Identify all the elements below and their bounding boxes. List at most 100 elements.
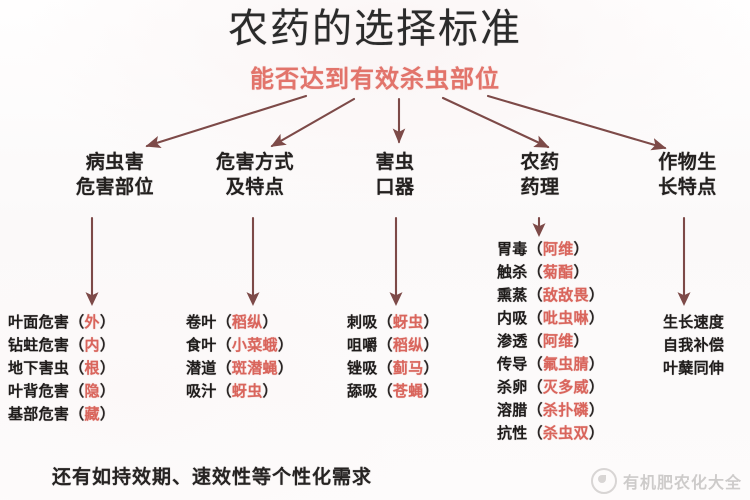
paren-open: （	[527, 355, 543, 373]
branch-heading-2: 危害方式 及特点	[180, 150, 330, 200]
leaf-item-example: 蓟马	[392, 359, 424, 377]
leaf-item-label: 胃毒	[497, 240, 528, 258]
leaf-item-label: 舔吸	[347, 382, 378, 400]
leaf-item: 渗透（阿维）	[497, 330, 604, 353]
leaf-item: 潜道（斑潜蝇）	[186, 357, 293, 380]
leaf-item-example: 敌敌畏	[542, 286, 589, 304]
branch-heading-4-line-1: 农药	[520, 151, 560, 173]
paren-close: ）	[277, 336, 294, 354]
leaf-item-label: 地下害虫	[8, 359, 70, 377]
paren-open: （	[527, 332, 543, 350]
paren-close: ）	[423, 313, 439, 331]
leaf-item-label: 吸汁	[186, 382, 217, 400]
leaf-item-label: 咀嚼	[347, 336, 378, 354]
leaf-item: 卷叶（稻纵）	[186, 311, 293, 334]
leaf-column-5: 生长速度自我补偿叶蘖同伸	[663, 311, 724, 380]
arrow-root-to-branch-5	[486, 94, 667, 151]
paren-close: ）	[423, 359, 439, 377]
arrow-root-to-branch-1	[145, 94, 308, 148]
leaf-item-example: 吡虫啉	[542, 309, 589, 327]
leaf-item-example: 灭多威	[542, 378, 589, 396]
branch-heading-5: 作物生 长特点	[625, 150, 750, 200]
leaf-item-example: 根	[84, 359, 100, 377]
paren-close: ）	[262, 313, 278, 331]
leaf-item: 自我补偿	[663, 334, 724, 357]
leaf-column-3: 刺吸（蚜虫）咀嚼（稻纵）锉吸（蓟马）舔吸（苍蝇）	[347, 311, 439, 403]
paren-close: ）	[588, 286, 605, 304]
leaf-item-label: 基部危害	[8, 405, 70, 423]
leaf-item-example: 蚜虫	[231, 382, 263, 400]
leaf-circle-icon	[590, 468, 617, 494]
arrow-root-to-branch-2	[270, 97, 356, 148]
footnote-text: 还有如持效期、速效性等个性化需求	[52, 466, 373, 488]
paren-close: ）	[99, 359, 116, 377]
leaf-item-example: 斑潜蝇	[231, 359, 278, 377]
paren-open: （	[377, 336, 393, 354]
leaf-item-label: 渗透	[497, 332, 528, 350]
leaf-item-label: 钻蛀危害	[8, 336, 70, 354]
branch-heading-3-line-2: 口器	[375, 176, 415, 198]
leaf-item: 内吸（吡虫啉）	[497, 307, 604, 330]
leaf-item: 地下害虫（根）	[8, 357, 115, 380]
paren-close: ）	[573, 332, 589, 350]
branch-heading-2-line-1: 危害方式	[215, 151, 294, 173]
leaf-item: 基部危害（藏）	[8, 403, 115, 426]
leaf-item: 溶腊（杀扑磷）	[497, 399, 604, 422]
leaf-item-label: 溶腊	[497, 401, 528, 419]
leaf-item-example: 氟虫腈	[542, 355, 589, 373]
leaf-item: 叶蘖同伸	[663, 357, 724, 380]
leaf-item-example: 阿维	[542, 240, 574, 258]
leaf-item-example: 小菜蛾	[231, 336, 278, 354]
paren-open: （	[69, 405, 85, 423]
leaf-item: 胃毒（阿维）	[497, 238, 604, 261]
paren-open: （	[527, 263, 543, 281]
paren-close: ）	[423, 336, 439, 354]
paren-open: （	[527, 401, 543, 419]
leaf-item: 熏蒸（敌敌畏）	[497, 284, 604, 307]
leaf-item-example: 外	[84, 313, 100, 331]
watermark-label: 有机肥农化大全	[622, 473, 742, 492]
paren-open: （	[527, 378, 543, 396]
paren-open: （	[377, 382, 393, 400]
leaf-item: 叶面危害（外）	[8, 311, 115, 334]
branch-heading-4: 农药 药理	[475, 150, 605, 200]
paren-open: （	[69, 336, 85, 354]
leaf-item: 生长速度	[663, 311, 724, 334]
leaf-item-example: 稻纵	[392, 336, 424, 354]
leaf-item-example: 阿维	[542, 332, 574, 350]
paren-close: ）	[277, 359, 294, 377]
branch-heading-5-line-2: 长特点	[658, 176, 717, 198]
leaf-item: 舔吸（苍蝇）	[347, 380, 439, 403]
leaf-item: 锉吸（蓟马）	[347, 357, 439, 380]
paren-close: ）	[588, 355, 605, 373]
branch-heading-1-line-2: 危害部位	[75, 176, 154, 198]
leaf-item-example: 杀扑磷	[542, 401, 589, 419]
paren-open: （	[216, 336, 232, 354]
leaf-item-label: 刺吸	[347, 313, 378, 331]
leaf-item-label: 熏蒸	[497, 286, 528, 304]
leaf-item-example: 藏	[84, 405, 100, 423]
branch-heading-5-line-1: 作物生	[658, 151, 717, 173]
leaf-item-label: 潜道	[186, 359, 217, 377]
leaf-item: 钻蛀危害（内）	[8, 334, 115, 357]
leaf-item-label: 内吸	[497, 309, 528, 327]
leaf-item-label: 抗性	[497, 424, 528, 442]
paren-close: ）	[588, 309, 605, 327]
paren-close: ）	[588, 401, 605, 419]
leaf-item-label: 生长速度	[663, 313, 725, 331]
paren-open: （	[527, 424, 543, 442]
paren-open: （	[527, 240, 543, 258]
paren-close: ）	[99, 336, 116, 354]
paren-close: ）	[573, 263, 589, 281]
leaf-item-example: 稻纵	[231, 313, 263, 331]
leaf-item-label: 传导	[497, 355, 528, 373]
paren-close: ）	[573, 240, 589, 258]
leaf-item: 传导（氟虫腈）	[497, 353, 604, 376]
leaf-item-example: 苍蝇	[392, 382, 424, 400]
leaf-item-label: 叶背危害	[8, 382, 70, 400]
leaf-item: 抗性（杀虫双）	[497, 422, 604, 445]
paren-open: （	[216, 359, 232, 377]
root-node-label: 能否达到有效杀虫部位	[250, 65, 500, 93]
page-title: 农药的选择标准	[228, 6, 522, 51]
